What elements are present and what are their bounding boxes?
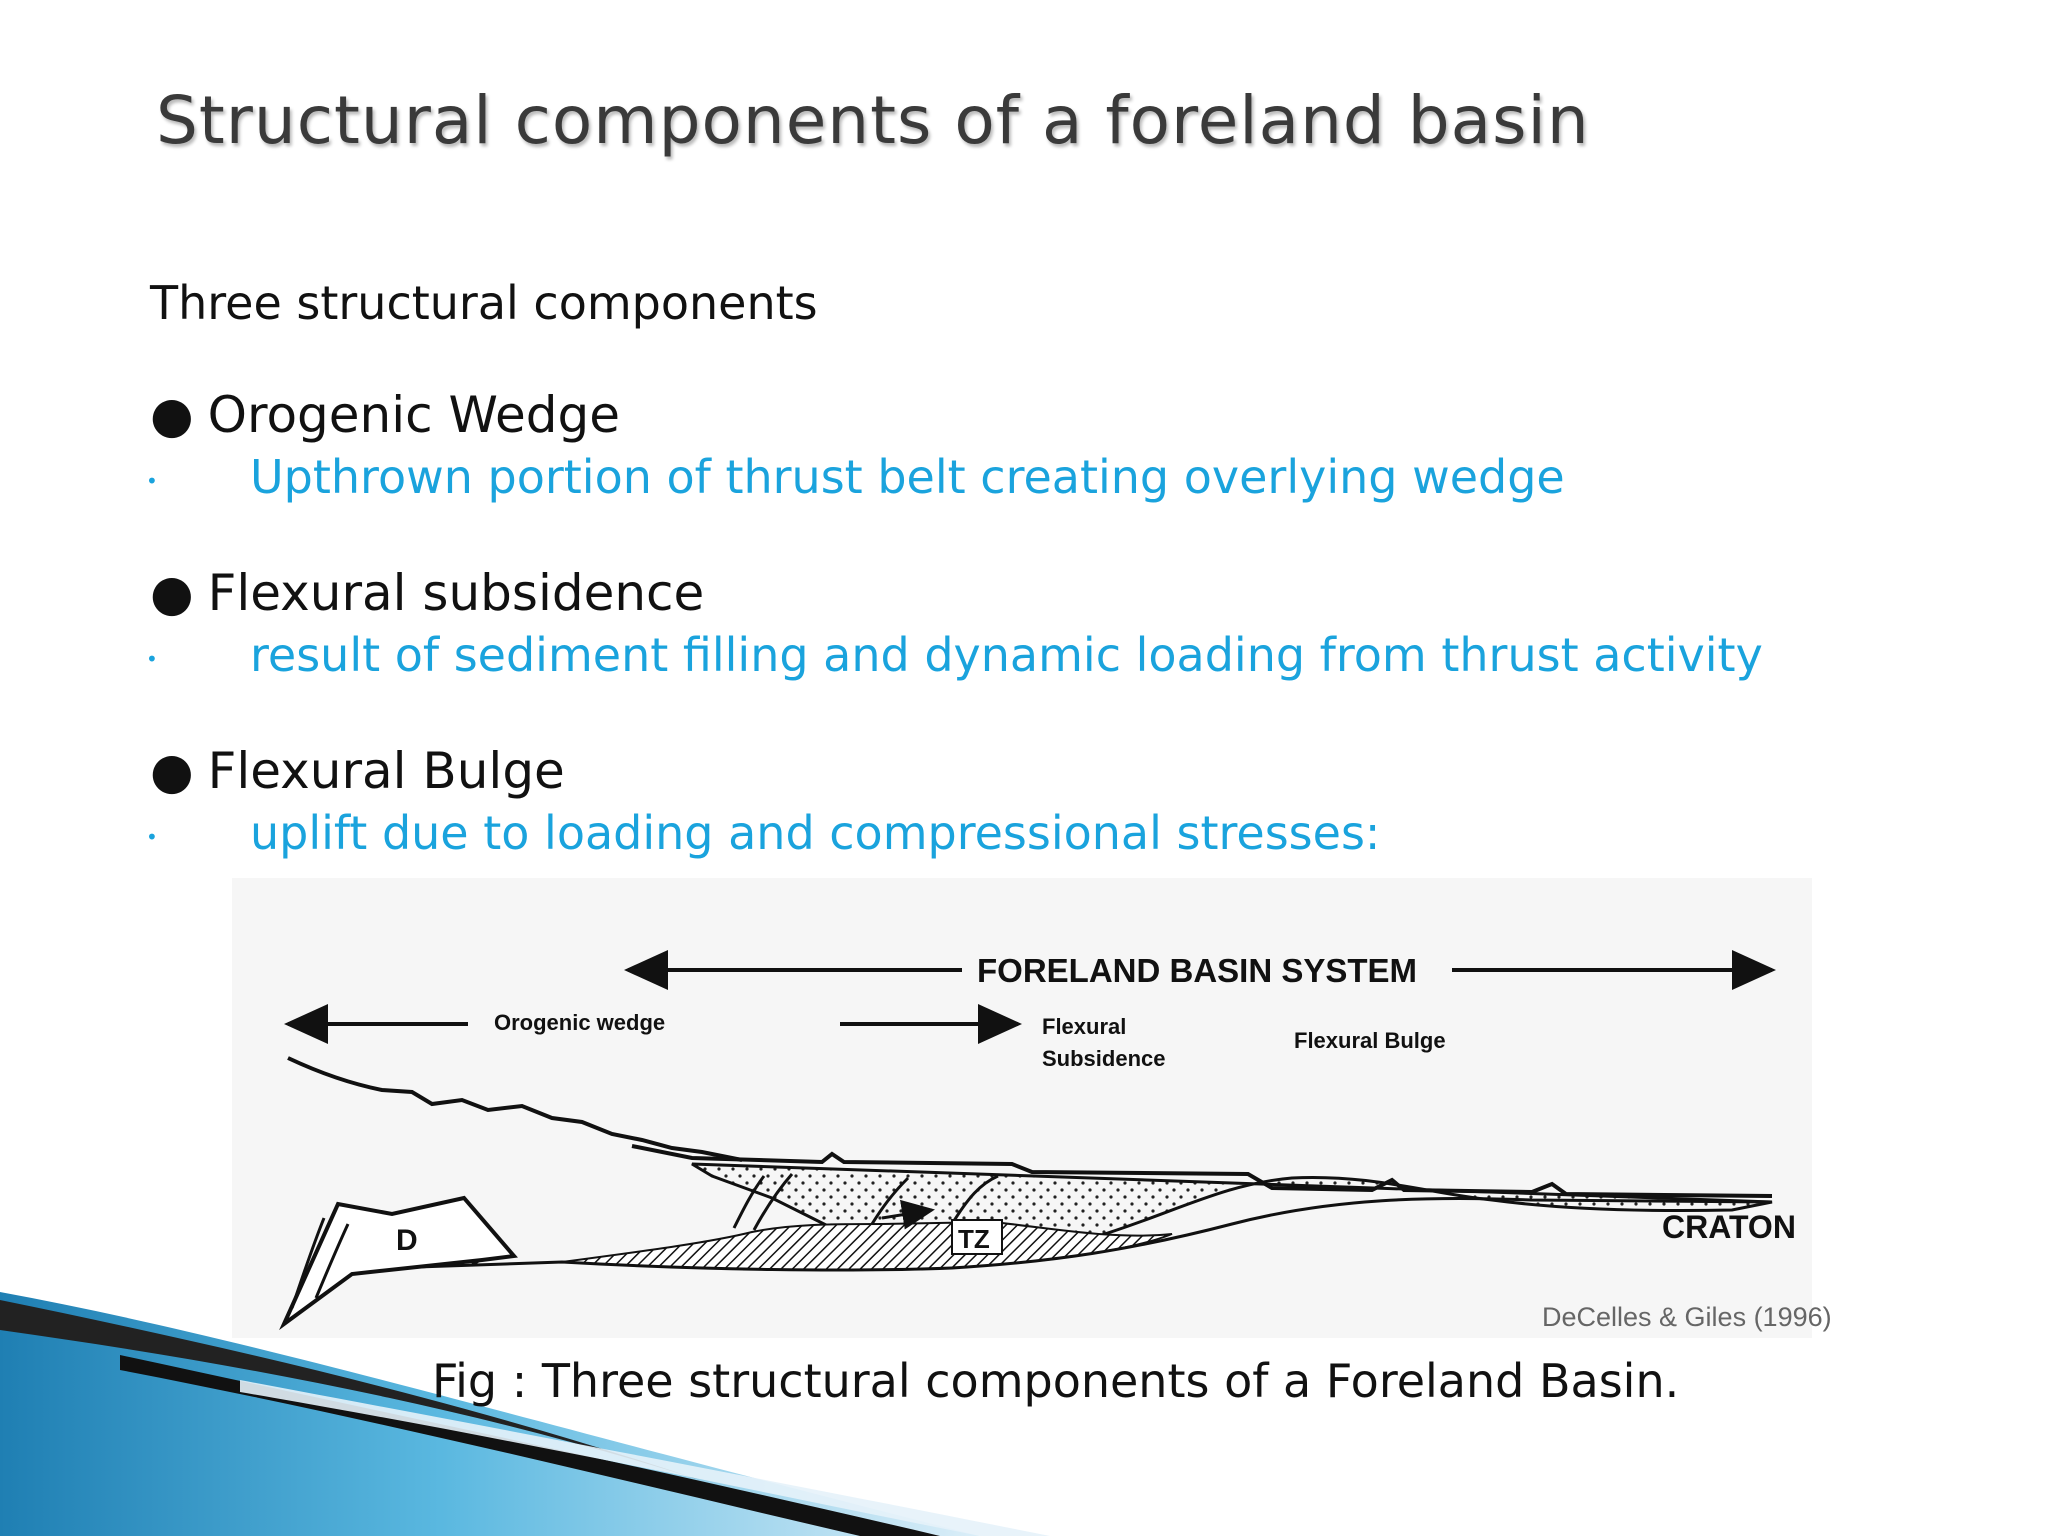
component-heading-text: Flexural subsidence bbox=[207, 564, 705, 622]
diagram-citation: DeCelles & Giles (1996) bbox=[1542, 1302, 1832, 1332]
foreland-basin-diagram: FORELAND BASIN SYSTEM Orogenic wedge Fle… bbox=[279, 950, 1832, 1332]
component-detail-text: Upthrown portion of thrust belt creating… bbox=[250, 450, 1565, 504]
sub-bullet-icon: • bbox=[146, 824, 158, 849]
thrust-fault-1 bbox=[732, 1175, 766, 1229]
component-detail-text: result of sediment filling and dynamic l… bbox=[250, 628, 1763, 682]
orogenic-wedge-label: Orogenic wedge bbox=[494, 1010, 665, 1035]
hinterland-fault-2 bbox=[314, 1223, 350, 1299]
system-label: FORELAND BASIN SYSTEM bbox=[977, 952, 1417, 989]
d-label: D bbox=[396, 1224, 418, 1257]
foreland-basin-figure: FORELAND BASIN SYSTEM Orogenic wedge Fle… bbox=[232, 878, 1832, 1338]
bullet-icon: ● bbox=[150, 742, 194, 800]
basal-decollement bbox=[331, 1196, 1773, 1272]
sub-bullet-icon: • bbox=[146, 468, 158, 493]
thrust-arrow bbox=[881, 1199, 935, 1230]
tz-box bbox=[951, 1219, 1003, 1255]
craton-label: CRATON bbox=[1662, 1209, 1796, 1245]
basin-surface bbox=[631, 1144, 1773, 1198]
component-detail-orogenic-wedge: • Upthrown portion of thrust belt creatin… bbox=[146, 450, 1565, 504]
tz-label: TZ bbox=[958, 1224, 990, 1254]
component-detail-text: uplift due to loading and compressional … bbox=[250, 806, 1381, 860]
component-heading-orogenic-wedge: ●Orogenic Wedge bbox=[150, 386, 620, 444]
component-detail-flexural-bulge: • uplift due to loading and compressional… bbox=[146, 806, 1380, 860]
thrust-fault-2 bbox=[752, 1173, 794, 1231]
bullet-icon: ● bbox=[150, 386, 194, 444]
flexural-subsidence-label-line1: Flexural bbox=[1042, 1014, 1126, 1039]
component-heading-flexural-bulge: ●Flexural Bulge bbox=[150, 742, 565, 800]
component-detail-flexural-subsidence: • result of sediment filling and dynamic … bbox=[146, 628, 1763, 682]
intro-text: Three structural components bbox=[150, 276, 818, 330]
hinterland-fault-1 bbox=[290, 1217, 326, 1309]
hinterland-block bbox=[279, 1195, 518, 1331]
component-heading-flexural-subsidence: ●Flexural subsidence bbox=[150, 564, 704, 622]
flexural-bulge-label: Flexural Bulge bbox=[1294, 1028, 1446, 1053]
thrust-fault-3 bbox=[870, 1176, 910, 1225]
component-heading-text: Flexural Bulge bbox=[207, 742, 565, 800]
figure-caption: Fig : Three structural components of a F… bbox=[432, 1354, 1680, 1408]
component-heading-text: Orogenic Wedge bbox=[207, 386, 621, 444]
thrust-fault-4 bbox=[950, 1174, 999, 1225]
flexural-subsidence-label-line2: Subsidence bbox=[1042, 1046, 1165, 1071]
slide-title: Structural components of a foreland basi… bbox=[156, 82, 1590, 159]
wedge-topography bbox=[287, 1056, 743, 1162]
sub-bullet-icon: • bbox=[146, 646, 158, 671]
bullet-icon: ● bbox=[150, 564, 194, 622]
